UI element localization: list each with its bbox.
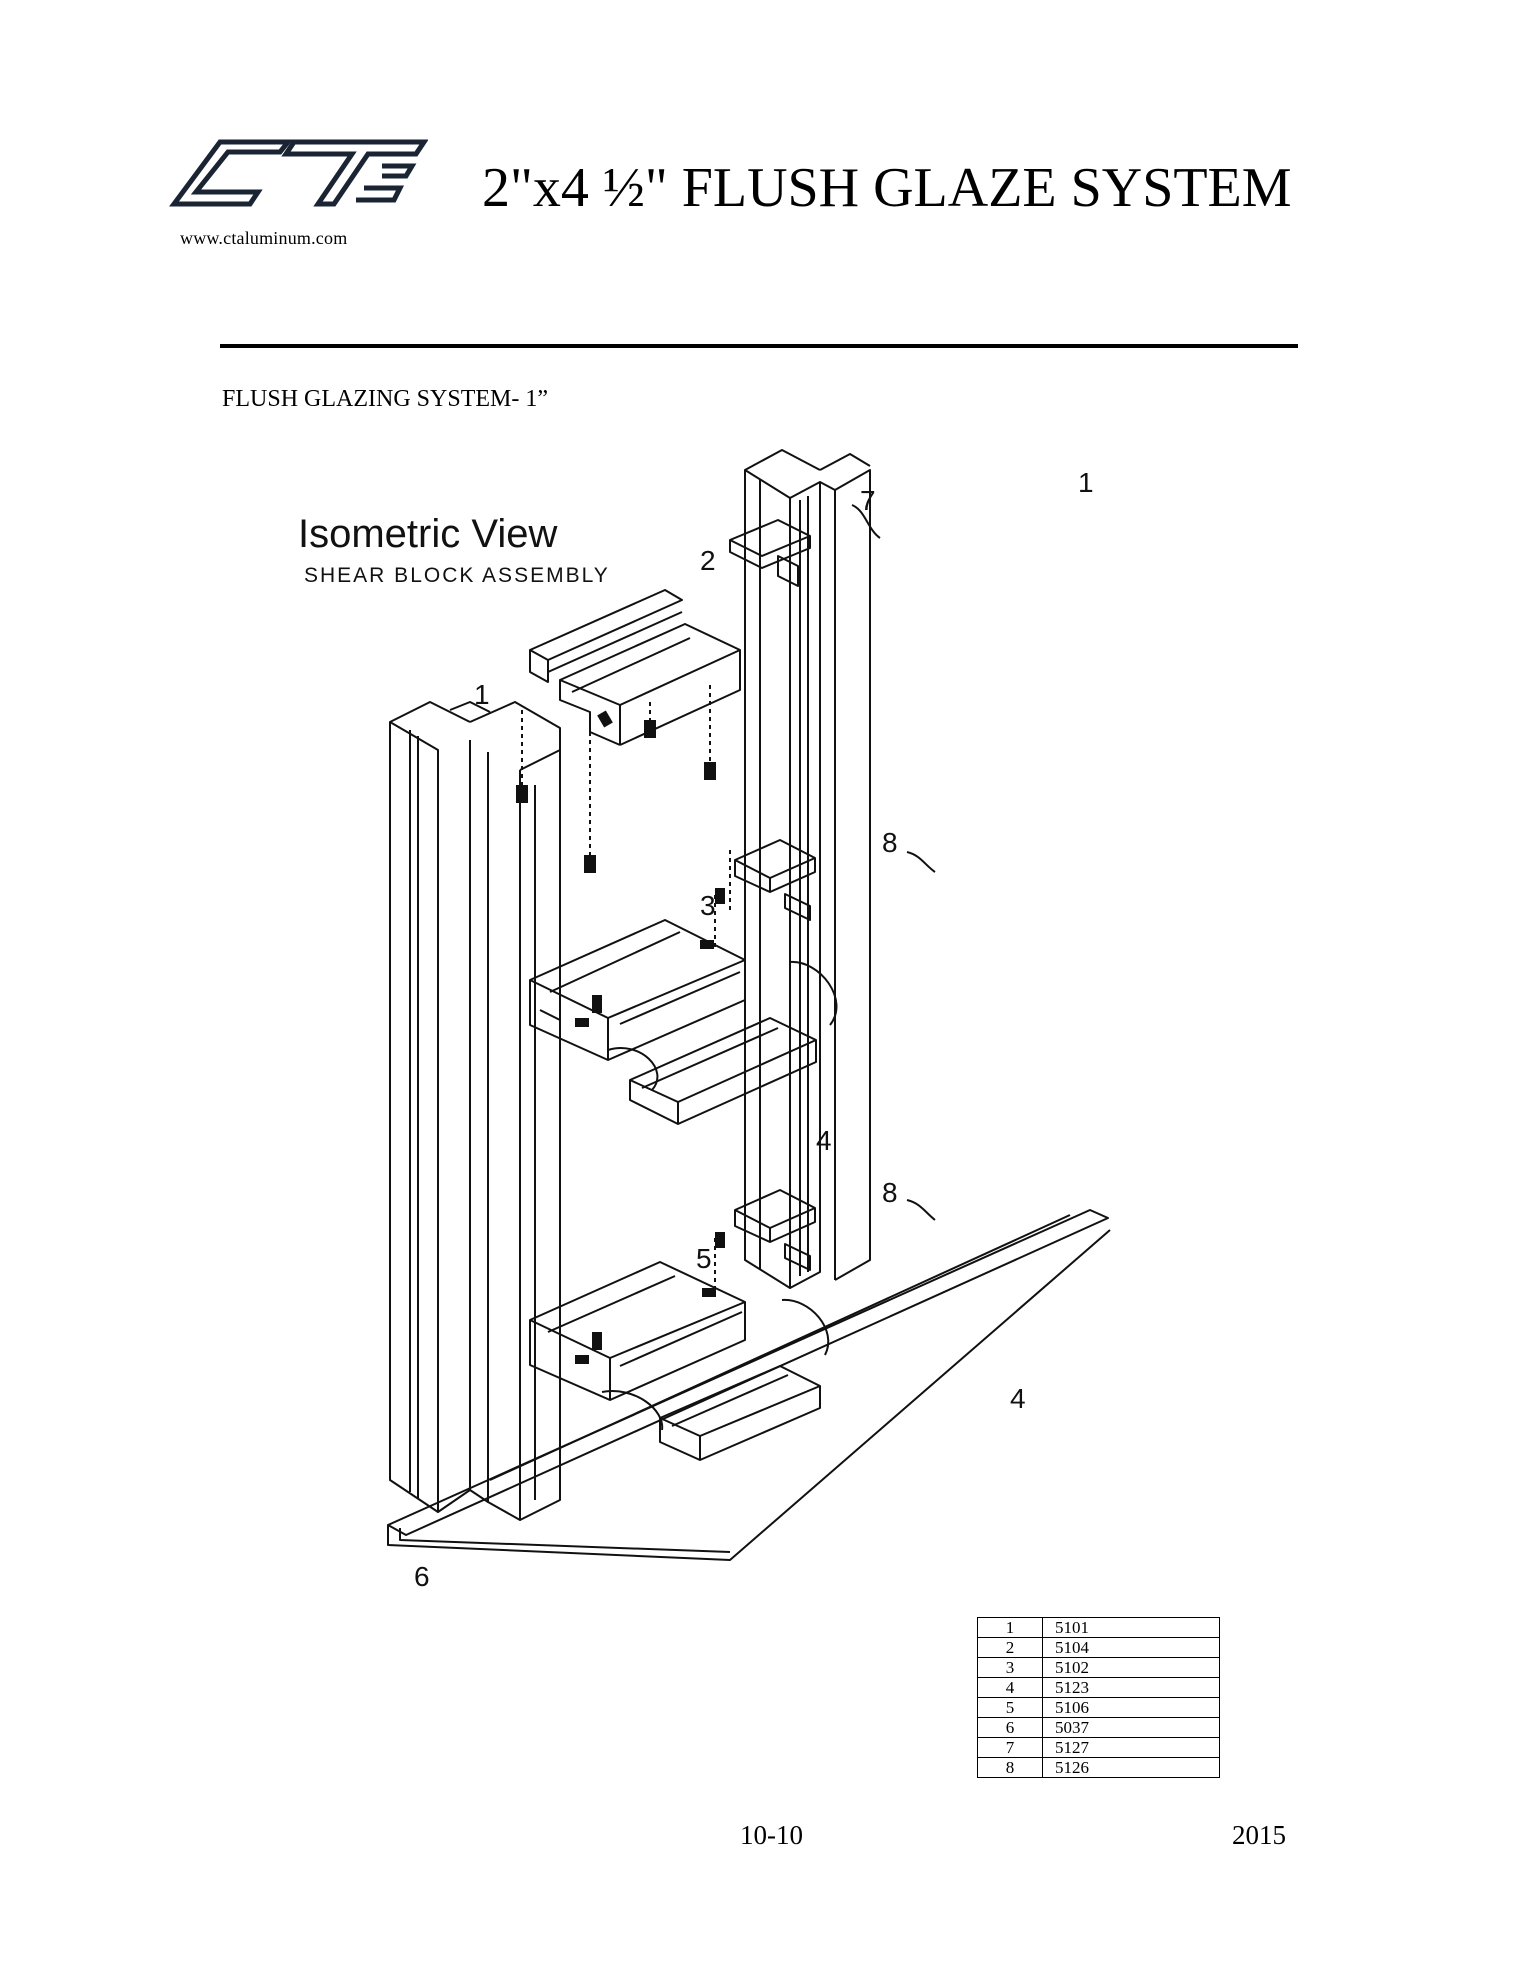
fasteners xyxy=(521,685,731,1290)
item-number-cell: 7 xyxy=(977,1737,1043,1758)
head-clip-part-7 xyxy=(729,519,811,587)
callout-mullion-left: 1 xyxy=(474,679,490,710)
page-number: 10-10 xyxy=(740,1820,803,1850)
horizontal-part-3 xyxy=(529,919,746,1061)
mullion-left-part-1 xyxy=(389,701,561,1521)
ct-logo xyxy=(169,139,428,207)
callout-head: 2 xyxy=(700,545,716,576)
website-url[interactable]: www.ctaluminum.com xyxy=(180,228,348,248)
item-number-cell: 1 xyxy=(977,1617,1043,1638)
part-number-cell: 5102 xyxy=(1042,1657,1220,1678)
callout-mullion-right: 1 xyxy=(1078,467,1094,498)
header-divider xyxy=(220,344,1298,348)
isometric-drawing: Isometric View SHEAR BLOCK ASSEMBLY 1 7 … xyxy=(298,449,1111,1592)
section-subtitle: FLUSH GLAZING SYSTEM- 1” xyxy=(222,386,548,412)
part-number-cell: 5127 xyxy=(1042,1737,1220,1758)
drawing-heading: Isometric View xyxy=(298,512,557,556)
receptor-part-6 xyxy=(387,1209,1111,1561)
page-title: 2"x4 ½" FLUSH GLAZE SYSTEM xyxy=(482,157,1292,219)
shear-block-lower-part-8 xyxy=(734,1189,816,1271)
callout-receptor: 6 xyxy=(414,1561,430,1592)
callout-stop-upper: 4 xyxy=(816,1125,832,1156)
callout-shear-block-lower: 8 xyxy=(882,1177,898,1208)
callout-shear-block-upper: 8 xyxy=(882,827,898,858)
item-number-cell: 6 xyxy=(977,1717,1043,1738)
footer-year: 2015 xyxy=(1232,1820,1286,1850)
part-number-cell: 5037 xyxy=(1042,1717,1220,1738)
callout-horizontal: 3 xyxy=(700,890,716,921)
item-number-cell: 3 xyxy=(977,1657,1043,1678)
callout-stop-lower: 4 xyxy=(1010,1383,1026,1414)
stop-upper-part-4 xyxy=(629,1017,817,1125)
item-number-cell: 8 xyxy=(977,1757,1043,1778)
callout-head-clip: 7 xyxy=(860,485,876,516)
sill-part-5 xyxy=(529,1261,746,1401)
part-number-cell: 5126 xyxy=(1042,1757,1220,1778)
part-number-cell: 5123 xyxy=(1042,1677,1220,1698)
mullion-right-part-1 xyxy=(744,449,871,1289)
stop-lower-part-4 xyxy=(659,1365,821,1461)
item-number-cell: 2 xyxy=(977,1637,1043,1658)
part-number-cell: 5106 xyxy=(1042,1697,1220,1718)
head-part-2 xyxy=(529,589,741,746)
callout-sill: 5 xyxy=(696,1243,712,1274)
item-number-cell: 4 xyxy=(977,1677,1043,1698)
part-number-cell: 5104 xyxy=(1042,1637,1220,1658)
item-number-cell: 5 xyxy=(977,1697,1043,1718)
part-number-cell: 5101 xyxy=(1042,1617,1220,1638)
shear-block-upper-part-8 xyxy=(734,839,816,921)
drawing-subheading: SHEAR BLOCK ASSEMBLY xyxy=(304,564,610,587)
